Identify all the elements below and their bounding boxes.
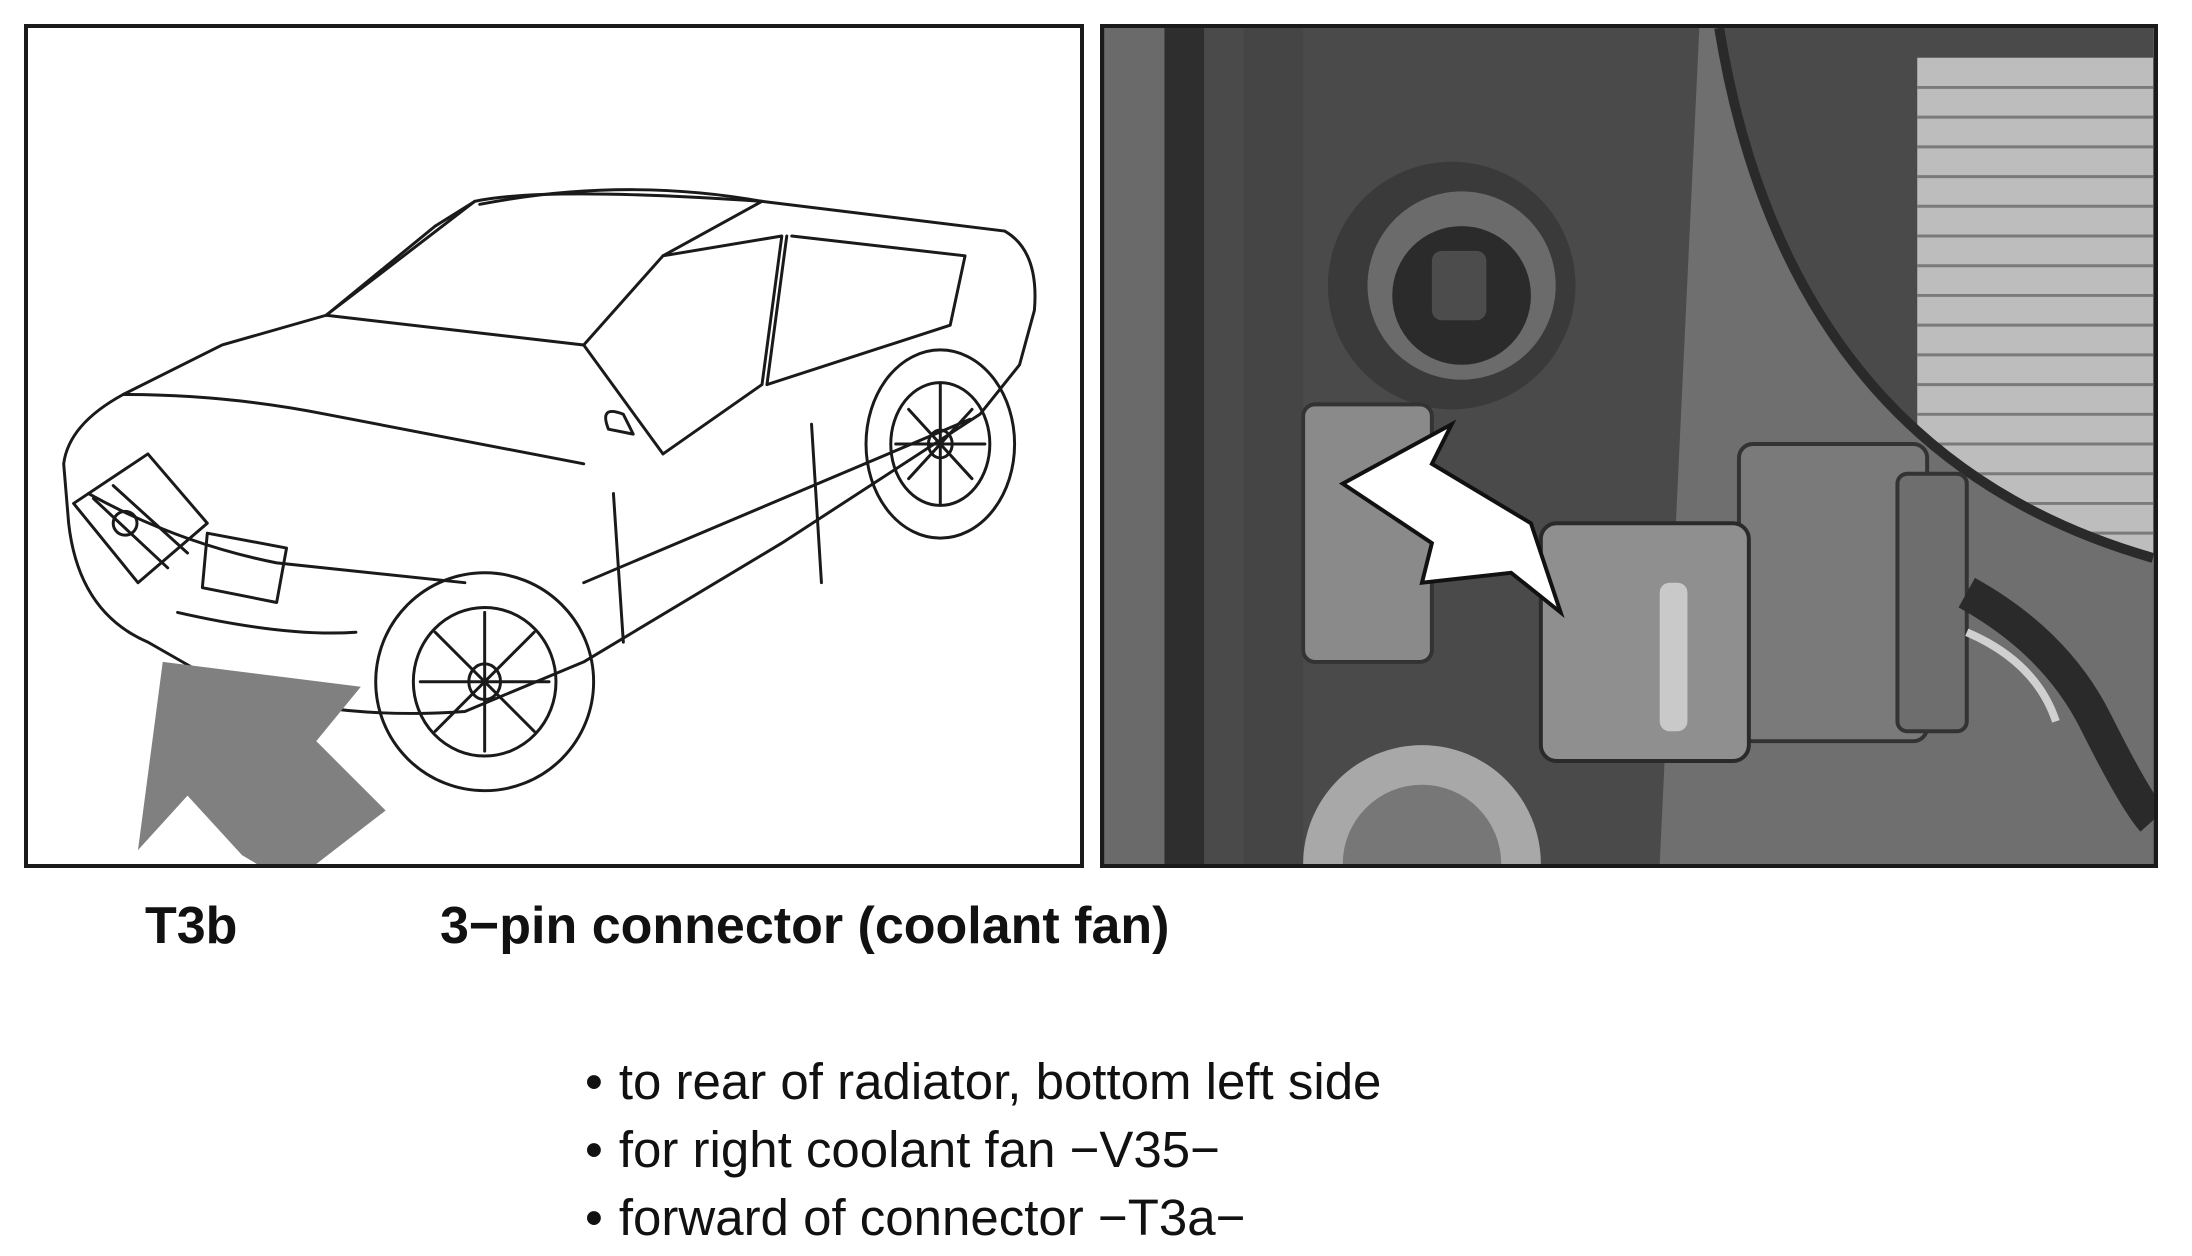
location-notes: to rear of radiator, bottom left side fo…: [585, 1048, 1381, 1252]
locator-arrow: [138, 662, 386, 864]
note-item: for right coolant fan −V35−: [585, 1116, 1381, 1184]
note-item: to rear of radiator, bottom left side: [585, 1048, 1381, 1116]
car-illustration: [28, 28, 1080, 864]
component-title: 3−pin connector (coolant fan): [440, 896, 1170, 956]
connector-photo: [1100, 24, 2158, 868]
component-code: T3b: [145, 896, 237, 956]
note-item: forward of connector −T3a−: [585, 1184, 1381, 1252]
car-location-figure: [24, 24, 1084, 868]
engine-bay-photo: [1104, 28, 2154, 864]
